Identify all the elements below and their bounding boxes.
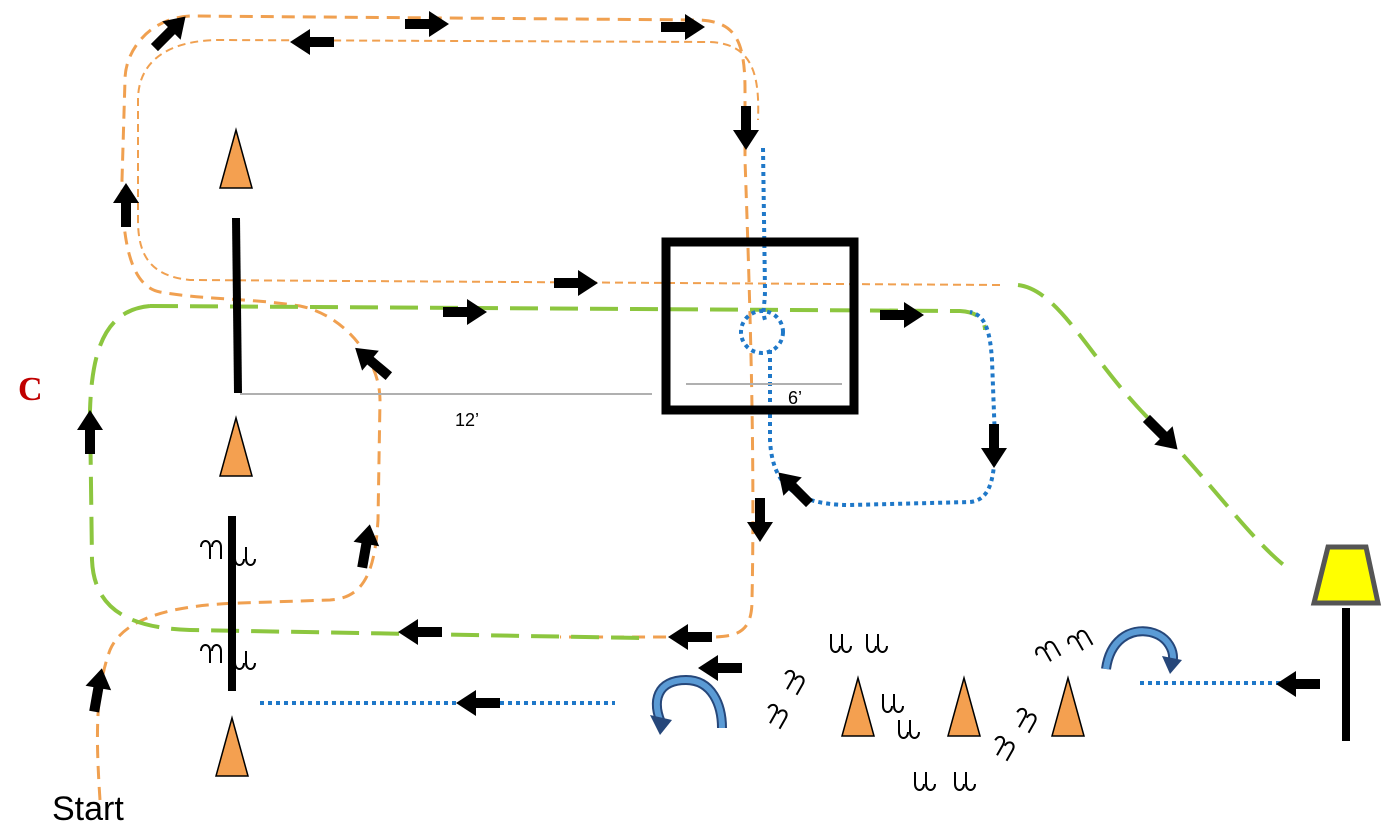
thin-orange-route <box>137 38 1001 286</box>
blue-route <box>260 147 1285 705</box>
measure-lines <box>240 383 842 395</box>
turn-around-icon <box>650 626 1182 735</box>
square-box <box>661 237 859 415</box>
cone-icon <box>215 127 1085 777</box>
arrow-icon <box>77 7 1320 716</box>
orange-route <box>95 14 755 801</box>
marker-c-label: C <box>18 371 43 408</box>
distance-12-label: 12’ <box>455 410 479 430</box>
distance-6-label: 6’ <box>788 388 802 408</box>
jump-poles <box>228 217 1350 741</box>
footprint-icon <box>200 540 1094 791</box>
start-label: Start <box>52 790 124 827</box>
lamp-icon <box>1310 544 1382 606</box>
green-route <box>87 283 1292 640</box>
